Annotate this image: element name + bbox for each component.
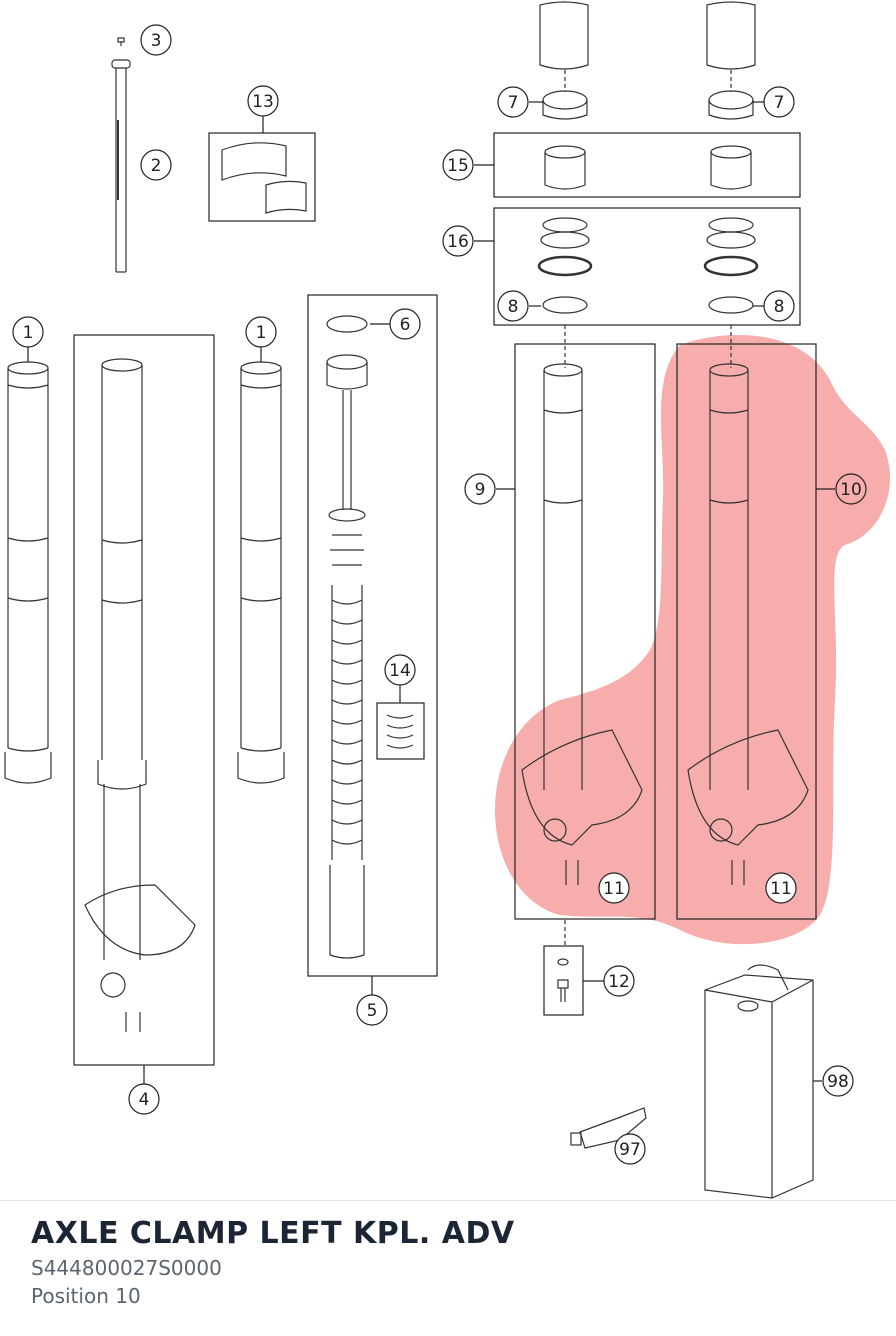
callout-label: 8 — [508, 297, 519, 317]
callout-13[interactable]: 13 — [247, 85, 279, 117]
part-position: Position 10 — [31, 1284, 141, 1308]
callout-label: 8 — [774, 297, 785, 317]
callout-5[interactable]: 5 — [356, 994, 388, 1026]
callout-label: 11 — [603, 879, 625, 899]
callout-9[interactable]: 9 — [464, 473, 496, 505]
callout-4[interactable]: 4 — [128, 1083, 160, 1115]
callout-1[interactable]: 1 — [245, 316, 277, 348]
callout-14[interactable]: 14 — [384, 654, 416, 686]
callout-label: 6 — [400, 315, 411, 335]
box-14 — [376, 702, 425, 760]
outer-tube-right-icon — [237, 361, 285, 784]
callout-11[interactable]: 11 — [765, 872, 797, 904]
callout-7[interactable]: 7 — [763, 86, 795, 118]
cap-right-icon — [706, 1, 756, 120]
callout-label: 13 — [252, 92, 274, 112]
box-10[interactable] — [676, 343, 817, 920]
callout-label: 3 — [151, 31, 162, 51]
callout-3[interactable]: 3 — [140, 24, 172, 56]
inner-tube-10-icon — [687, 363, 809, 885]
callout-label: 4 — [139, 1090, 150, 1110]
bushing-15-icons — [544, 145, 752, 190]
callout-1[interactable]: 1 — [12, 316, 44, 348]
callout-label: 1 — [256, 323, 267, 343]
bolt-3-icon — [117, 37, 125, 46]
part-title: AXLE CLAMP LEFT KPL. ADV — [31, 1216, 515, 1251]
callout-10[interactable]: 10 — [835, 473, 867, 505]
damper-rod-2-icon — [111, 59, 131, 273]
part-info-footer — [0, 1200, 896, 1336]
box-16 — [493, 207, 801, 326]
callout-label: 97 — [619, 1140, 641, 1160]
outer-tube-left-icon — [4, 361, 52, 784]
callout-8[interactable]: 8 — [763, 290, 795, 322]
callout-98[interactable]: 98 — [822, 1065, 854, 1097]
callout-2[interactable]: 2 — [140, 149, 172, 181]
box-5 — [307, 294, 438, 977]
oil-canister-98-icon — [704, 964, 814, 1199]
box-15 — [493, 132, 801, 198]
highlight-area[interactable] — [495, 334, 891, 945]
callout-label: 16 — [447, 232, 469, 252]
callout-label: 98 — [827, 1072, 849, 1092]
callout-16[interactable]: 16 — [442, 225, 474, 257]
callout-label: 14 — [389, 661, 411, 681]
callout-label: 5 — [367, 1001, 378, 1021]
spring-14-icon — [386, 714, 414, 749]
box-9 — [514, 343, 656, 920]
callout-label: 12 — [608, 972, 630, 992]
cap-left-icon — [539, 1, 589, 120]
bolt-12-icon — [557, 958, 569, 1002]
callout-label: 1 — [23, 323, 34, 343]
callout-label: 7 — [508, 93, 519, 113]
cartridge-5-icon — [326, 315, 368, 959]
sticker-13-icon — [221, 142, 307, 214]
part-number: S444800027S0000 — [31, 1256, 222, 1280]
callout-97[interactable]: 97 — [614, 1133, 646, 1165]
seal-16-icons — [537, 217, 759, 314]
grease-tube-97-icon — [570, 1107, 647, 1149]
fork-assembly-4-icon — [84, 358, 196, 1032]
box-4 — [73, 334, 215, 1066]
callout-label: 2 — [151, 156, 162, 176]
callout-12[interactable]: 12 — [603, 965, 635, 997]
callout-label: 10 — [840, 480, 862, 500]
callout-label: 7 — [774, 93, 785, 113]
box-13 — [208, 132, 316, 222]
callout-6[interactable]: 6 — [389, 308, 421, 340]
callout-label: 15 — [447, 156, 469, 176]
callout-8[interactable]: 8 — [497, 290, 529, 322]
callout-15[interactable]: 15 — [442, 149, 474, 181]
callout-11[interactable]: 11 — [598, 872, 630, 904]
callout-7[interactable]: 7 — [497, 86, 529, 118]
callout-label: 9 — [475, 480, 486, 500]
callout-label: 11 — [770, 879, 792, 899]
inner-tube-9-icon — [521, 363, 643, 885]
